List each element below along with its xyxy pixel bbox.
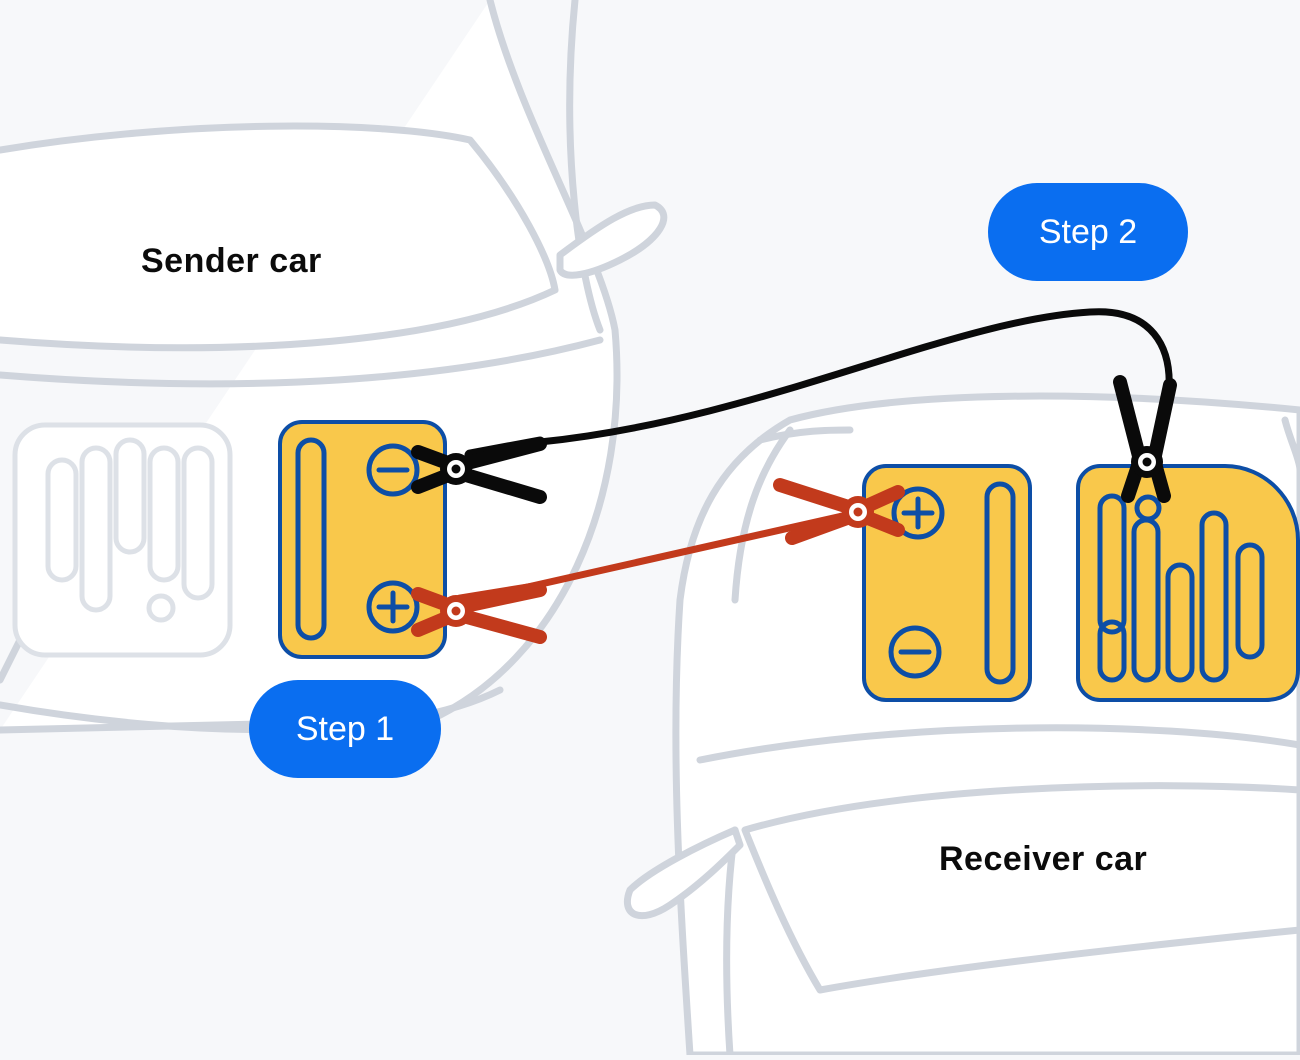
receiver-car-hood-line: [696, 724, 1300, 764]
jumper-clamp-icon: [1113, 375, 1177, 503]
jumper-clamp-icon: [411, 437, 547, 504]
sender-car-mirror: [556, 201, 668, 279]
sender-battery: [278, 420, 447, 659]
step-2-badge: Step 2: [988, 183, 1188, 281]
sender-car-hood-line: [0, 336, 604, 388]
sender-car-windshield: [0, 122, 559, 352]
receiver-car-inner-line: [731, 426, 794, 604]
negative-cable: [536, 308, 1173, 446]
minus-icon: [888, 625, 942, 679]
sender-engine-block: [12, 422, 233, 658]
receiver-engine-block: [1076, 464, 1300, 702]
receiver-car-windshield: [741, 782, 1300, 994]
receiver-car-headlight: [756, 426, 854, 444]
step-1-badge: Step 1: [249, 680, 441, 778]
receiver-battery: [862, 464, 1032, 702]
plus-icon: [891, 486, 945, 540]
jumper-clamp-icon: [773, 478, 905, 545]
jumper-clamp-icon: [411, 583, 547, 644]
sender-car-side-line: [566, 0, 604, 334]
receiver-car-mirror: [623, 826, 744, 920]
minus-icon: [366, 443, 420, 497]
plus-icon: [366, 580, 420, 634]
sender-car-label: Sender car: [141, 242, 322, 280]
receiver-car-label: Receiver car: [939, 840, 1148, 878]
